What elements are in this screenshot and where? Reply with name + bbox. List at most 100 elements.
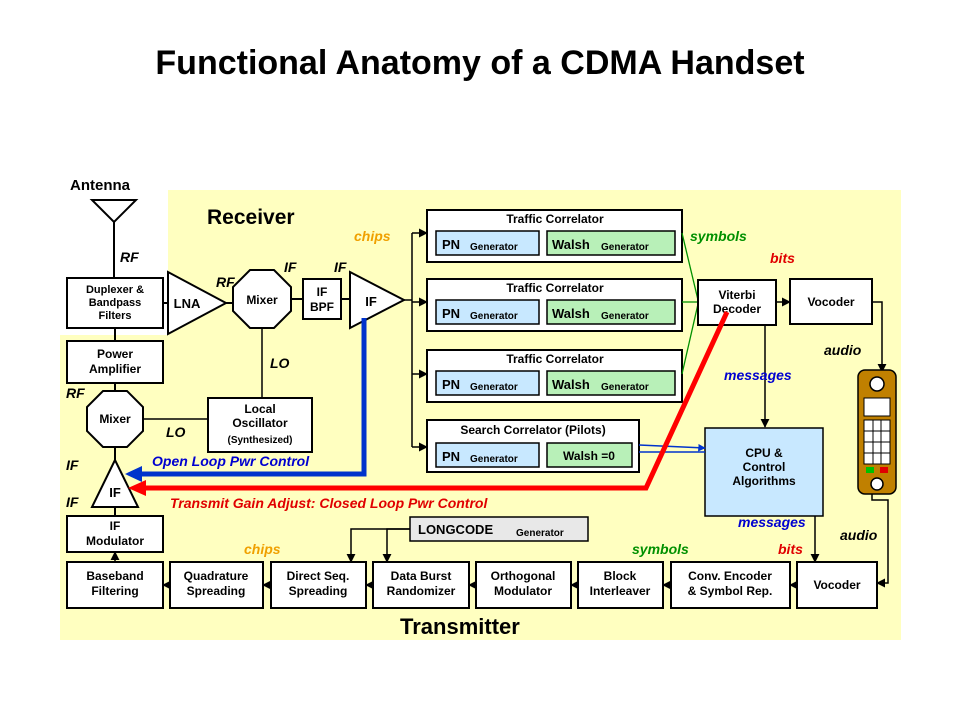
symbol-lines (681, 232, 699, 375)
orthogonal-modulator-block: Orthogonal Modulator (475, 561, 572, 609)
label-symbols-tx: symbols (632, 541, 689, 557)
conv-encoder-block: Conv. Encoder & Symbol Rep. (670, 561, 791, 609)
rx-mixer-block: Mixer (232, 269, 292, 329)
antenna-icon (89, 199, 139, 278)
power-amplifier-block: Power Amplifier (66, 340, 164, 384)
svg-text:PN: PN (442, 449, 460, 464)
traffic-correlator-1: Traffic Correlator PN Generator Walsh Ge… (426, 209, 683, 263)
svg-text:Vocoder: Vocoder (813, 578, 860, 592)
label-bits-tx: bits (778, 541, 803, 557)
svg-text:Vocoder: Vocoder (807, 295, 854, 309)
svg-text:Generator: Generator (516, 528, 564, 539)
tx-vocoder-block: Vocoder (796, 561, 878, 609)
svg-text:Walsh: Walsh (552, 306, 590, 321)
svg-text:Walsh: Walsh (552, 237, 590, 252)
label-rf-antenna: RF (120, 249, 139, 265)
svg-text:Randomizer: Randomizer (387, 584, 456, 598)
tx-mixer-block: Mixer (86, 390, 144, 448)
label-closed-loop: Transmit Gain Adjust: Closed Loop Pwr Co… (170, 495, 488, 511)
quadrature-spreading-block: Quadrature Spreading (169, 561, 264, 609)
svg-text:Duplexer &: Duplexer & (86, 284, 144, 296)
svg-text:IF: IF (317, 285, 328, 299)
baseband-filtering-block: Baseband Filtering (66, 561, 164, 609)
svg-text:IF: IF (109, 485, 121, 500)
cpu-block: CPU & Control Algorithms (704, 427, 824, 517)
svg-text:Bandpass: Bandpass (89, 297, 142, 309)
label-if-tx-lower: IF (66, 494, 79, 510)
svg-text:Quadrature: Quadrature (184, 569, 249, 583)
longcode-generator-block: LONGCODE Generator (409, 516, 589, 542)
svg-text:Algorithms: Algorithms (732, 474, 796, 488)
svg-text:Spreading: Spreading (289, 584, 348, 598)
rx-vocoder-block: Vocoder (789, 278, 873, 325)
label-lo-tx: LO (166, 424, 186, 440)
svg-text:PN: PN (442, 306, 460, 321)
closed-loop-path (142, 310, 730, 491)
svg-text:LONGCODE: LONGCODE (418, 522, 493, 537)
traffic-correlator-3: Traffic Correlator PN Generator Walsh Ge… (426, 349, 683, 403)
svg-text:Walsh: Walsh (552, 377, 590, 392)
svg-text:Block: Block (604, 569, 637, 583)
svg-text:Amplifier: Amplifier (89, 362, 141, 376)
label-audio-rx: audio (824, 342, 862, 358)
if-modulator-block: IF Modulator (66, 515, 164, 553)
svg-text:Generator: Generator (470, 311, 518, 322)
label-rf-lna: RF (216, 274, 235, 290)
transmitter-label: Transmitter (400, 614, 520, 639)
svg-text:Traffic Correlator: Traffic Correlator (506, 281, 604, 295)
svg-text:Filters: Filters (98, 310, 131, 322)
svg-text:Search Correlator (Pilots): Search Correlator (Pilots) (460, 423, 605, 437)
block-interleaver-block: Block Interleaver (577, 561, 664, 609)
svg-text:Direct Seq.: Direct Seq. (287, 569, 350, 583)
svg-text:Generator: Generator (601, 242, 649, 253)
label-bits-rx: bits (770, 250, 795, 266)
svg-text:Generator: Generator (601, 382, 649, 393)
svg-text:Traffic Correlator: Traffic Correlator (506, 212, 604, 226)
svg-text:Mixer: Mixer (99, 412, 131, 426)
page-title: Functional Anatomy of a CDMA Handset (155, 44, 805, 82)
svg-text:Generator: Generator (470, 242, 518, 253)
svg-text:Interleaver: Interleaver (590, 584, 651, 598)
svg-text:Spreading: Spreading (187, 584, 246, 598)
svg-text:Generator: Generator (470, 382, 518, 393)
label-lo-rx: LO (270, 355, 290, 371)
svg-text:Conv. Encoder: Conv. Encoder (688, 569, 772, 583)
svg-text:(Synthesized): (Synthesized) (227, 435, 292, 446)
svg-text:Modulator: Modulator (494, 584, 552, 598)
svg-text:& Symbol Rep.: & Symbol Rep. (688, 584, 773, 598)
label-audio-tx: audio (840, 527, 878, 543)
rx-if-amp-block: IF (349, 270, 407, 330)
svg-text:Oscillator: Oscillator (232, 416, 288, 430)
svg-text:Modulator: Modulator (86, 534, 144, 548)
phone-icon (857, 369, 897, 495)
svg-text:Decoder: Decoder (713, 302, 761, 316)
svg-text:CPU &: CPU & (745, 446, 783, 460)
svg-text:Traffic Correlator: Traffic Correlator (506, 352, 604, 366)
svg-text:Data Burst: Data Burst (391, 569, 452, 583)
svg-text:BPF: BPF (310, 300, 334, 314)
label-if-tx-upper: IF (66, 457, 79, 473)
svg-text:Mixer: Mixer (246, 293, 278, 307)
lna-block: LNA (167, 270, 229, 336)
label-if-bpf: IF (334, 259, 347, 275)
svg-text:Orthogonal: Orthogonal (491, 569, 556, 583)
label-open-loop: Open Loop Pwr Control (152, 453, 310, 469)
duplexer-block: Duplexer & Bandpass Filters (66, 277, 164, 329)
label-rf-tx: RF (66, 385, 85, 401)
receiver-label: Receiver (207, 206, 295, 229)
antenna-label: Antenna (70, 177, 131, 194)
svg-text:LNA: LNA (174, 296, 201, 311)
svg-text:Control: Control (743, 460, 786, 474)
svg-text:Walsh =0: Walsh =0 (563, 449, 615, 463)
open-loop-path (139, 318, 367, 477)
label-symbols-rx: symbols (690, 228, 747, 244)
svg-text:Generator: Generator (470, 454, 518, 465)
svg-text:Power: Power (97, 347, 133, 361)
label-chips-rx: chips (354, 228, 391, 244)
svg-text:Filtering: Filtering (91, 584, 138, 598)
svg-text:PN: PN (442, 377, 460, 392)
svg-text:Viterbi: Viterbi (718, 288, 755, 302)
search-correlator: Search Correlator (Pilots) PN Generator … (426, 419, 640, 473)
svg-text:Local: Local (244, 402, 275, 416)
